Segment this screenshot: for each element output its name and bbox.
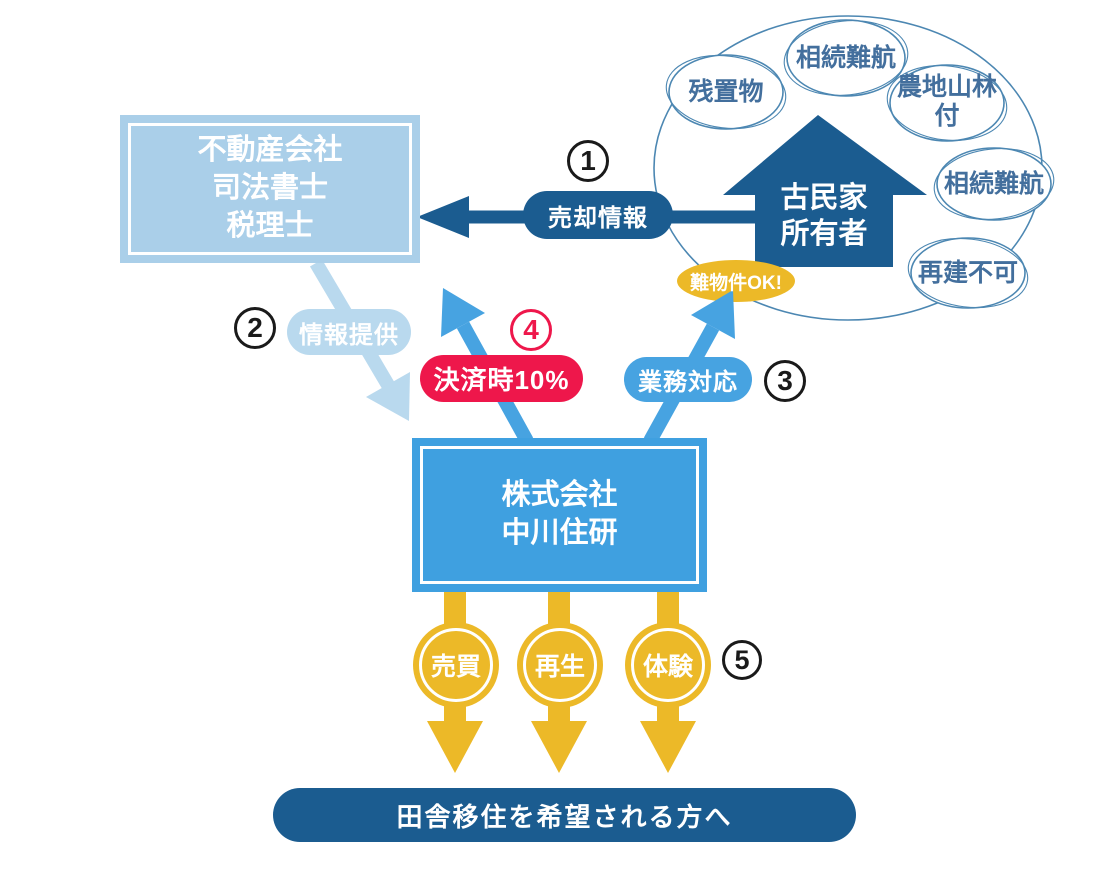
company-line-2: 中川住研 <box>501 517 618 549</box>
step5-number-badge: 5 <box>722 640 762 680</box>
ok-badge-shape <box>677 260 795 302</box>
professionals-line-2: 司法書士 <box>211 172 328 205</box>
professionals-line-3: 税理士 <box>226 209 314 242</box>
bubble-label-inheritance-trouble-2: 相続難航 <box>943 170 1044 198</box>
professionals-line-1: 不動産会社 <box>197 134 343 167</box>
owner-label: 古民家 所有者 <box>745 180 903 253</box>
step4-label-pill: 決済時10% <box>420 355 583 402</box>
owner-line-2: 所有者 <box>780 218 868 251</box>
bubble-inheritance-trouble-1 <box>783 19 909 97</box>
company-box: 株式会社 中川住研 <box>412 438 707 592</box>
audience-bar: 田舎移住を希望される方へ <box>273 788 856 842</box>
professionals-box-inner: 不動産会社 司法書士 税理士 <box>128 123 412 255</box>
bubble-rebuild-impossible <box>907 237 1029 309</box>
step2-label-pill: 情報提供 <box>287 309 411 355</box>
service-label-sale: 売買 <box>419 628 493 702</box>
bubble-inheritance-trouble-2 <box>933 147 1055 221</box>
service-circle-experience: 体験 <box>625 622 711 708</box>
service-label-regeneration: 再生 <box>523 628 597 702</box>
company-line-1: 株式会社 <box>501 479 618 512</box>
service-circle-regeneration: 再生 <box>517 622 603 708</box>
step4-number-badge: 4 <box>510 309 552 351</box>
professionals-box: 不動産会社 司法書士 税理士 <box>120 115 420 263</box>
bubble-label-rebuild-impossible: 再建不可 <box>917 259 1018 287</box>
ok-badge-label: 難物件OK! <box>690 272 782 294</box>
company-box-inner: 株式会社 中川住研 <box>420 446 699 584</box>
service-circle-sale: 売買 <box>413 622 499 708</box>
step3-label-pill: 業務対応 <box>624 357 752 402</box>
service-label-experience: 体験 <box>631 628 705 702</box>
step2-number-badge: 2 <box>234 307 276 349</box>
step1-label-pill: 売却情報 <box>523 191 673 239</box>
bubble-label-inheritance-trouble-1: 相続難航 <box>795 44 896 72</box>
step3-number-badge: 3 <box>764 360 806 402</box>
bubble-label-farmland-forest: 農地山林付 <box>896 73 997 130</box>
house-icon <box>723 115 927 267</box>
bubble-farmland-forest <box>886 64 1008 142</box>
bubble-label-leftover-items: 残置物 <box>688 78 764 106</box>
step1-number-badge: 1 <box>567 140 609 182</box>
bubble-leftover-items <box>665 54 787 130</box>
owner-line-1: 古民家 <box>780 182 868 214</box>
